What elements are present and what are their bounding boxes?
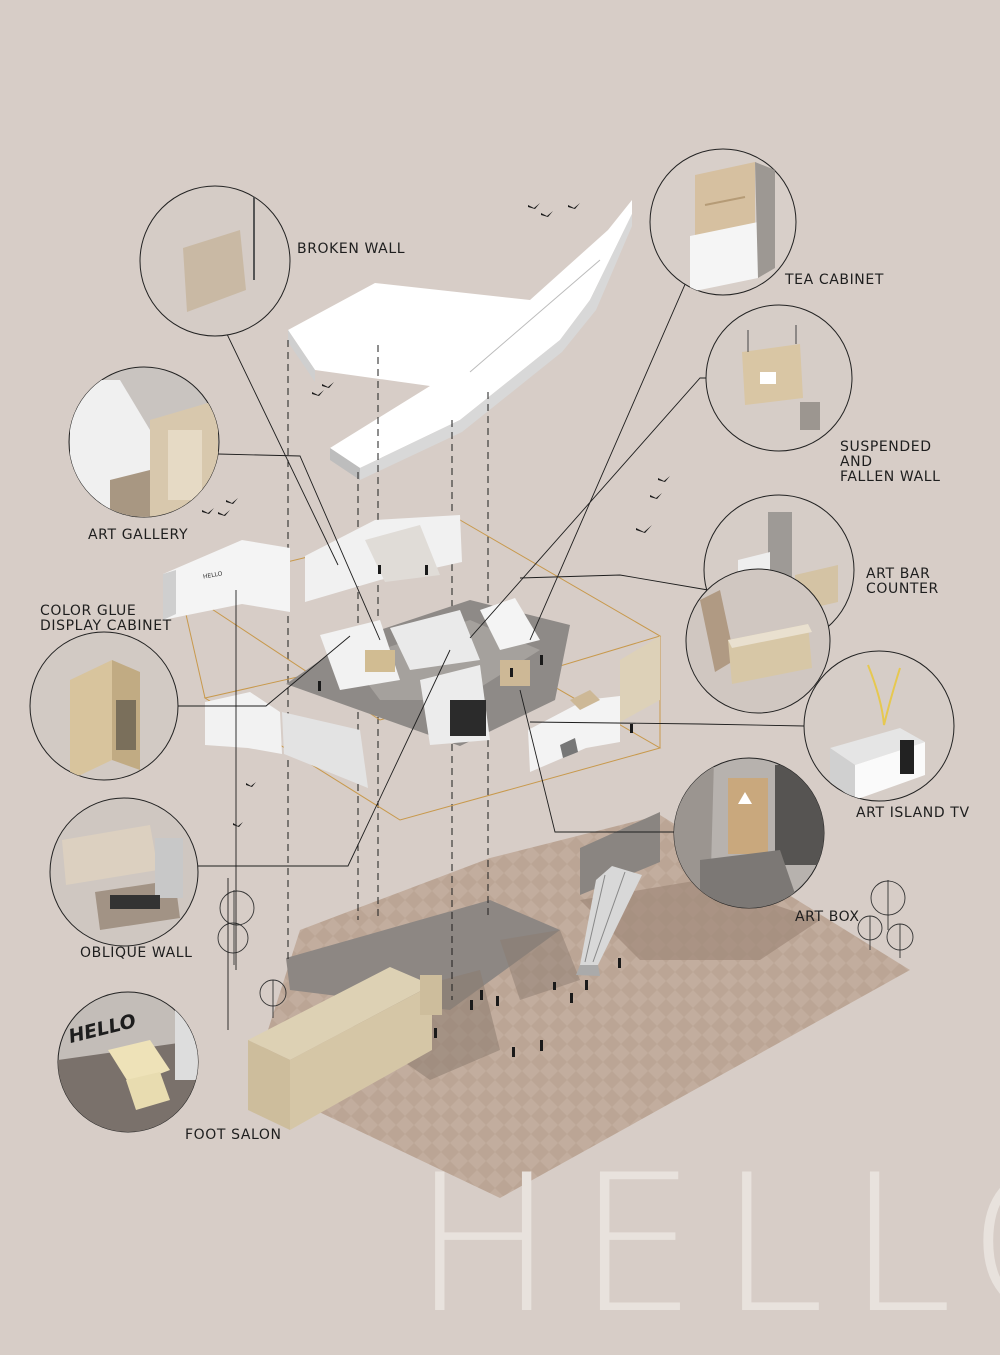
vignette-foot-salon <box>57 991 199 1133</box>
foot-salon-volume <box>248 967 442 1130</box>
birds <box>202 203 670 827</box>
vignette-suspended-wall <box>705 304 853 452</box>
label-oblique-wall: OBLIQUE WALL <box>80 945 193 961</box>
label-suspended-fallen-wall: SUSPENDED AND FALLEN WALL <box>840 439 941 485</box>
vignette-tea-cabinet <box>649 148 797 296</box>
label-art-gallery: ART GALLERY <box>88 527 189 543</box>
label-art-island-tv: ART ISLAND TV <box>856 805 970 821</box>
vignette-broken-wall <box>139 185 291 337</box>
hello-watermark: HELLO <box>412 1134 1000 1355</box>
label-tea-cabinet: TEA CABINET <box>785 272 884 288</box>
vignette-art-gallery <box>68 366 220 518</box>
vignette-art-box <box>673 757 825 909</box>
label-foot-salon: FOOT SALON <box>185 1127 282 1143</box>
ground-plaza <box>252 812 910 1198</box>
label-art-bar-counter: ART BAR COUNTER <box>866 566 939 597</box>
vignette-art-bar-detail <box>685 568 831 714</box>
vignette-color-glue <box>29 631 179 781</box>
interior-floor <box>163 515 662 821</box>
vignette-art-island-tv <box>803 650 955 802</box>
label-color-glue-display-cabinet: COLOR GLUE DISPLAY CABINET <box>40 603 172 634</box>
trees <box>217 880 914 1018</box>
label-art-box: ART BOX <box>795 909 860 925</box>
vignette-oblique-wall <box>49 797 199 947</box>
interior-people <box>318 565 633 733</box>
roof-slab <box>288 200 632 480</box>
label-broken-wall: BROKEN WALL <box>297 241 406 257</box>
plaza-people <box>434 958 621 1057</box>
